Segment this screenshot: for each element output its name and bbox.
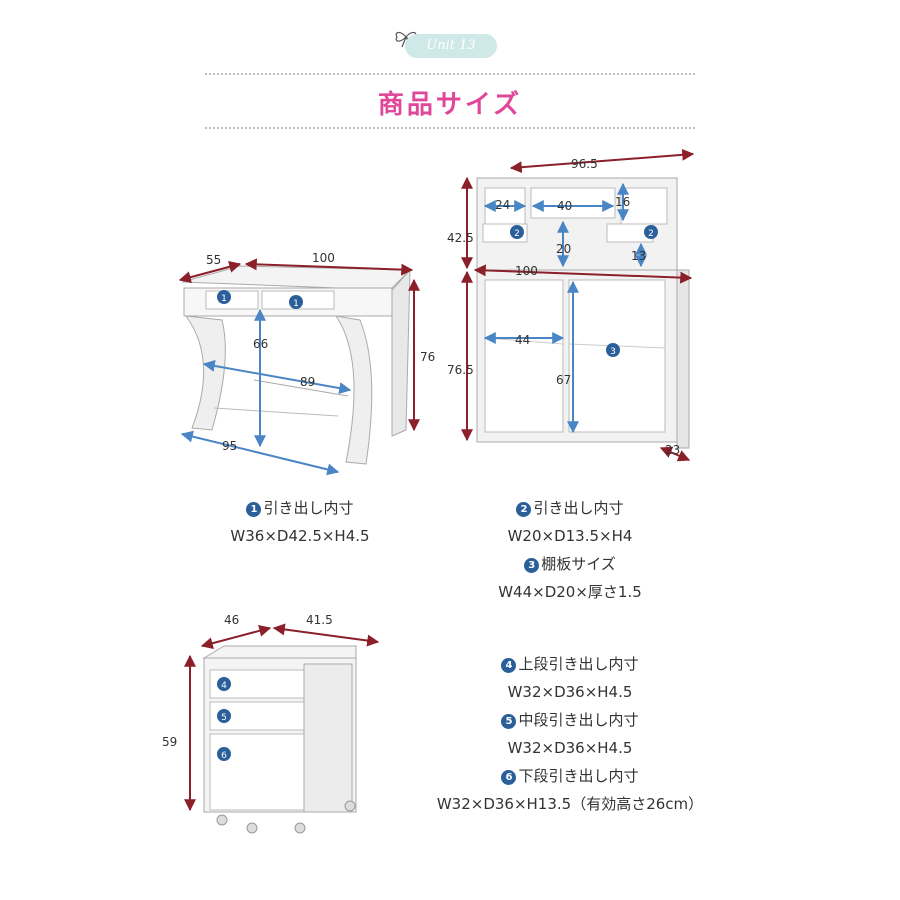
hutch-dim-upper-height: 42.5 bbox=[447, 231, 474, 245]
hutch-dim-lower-height: 76.5 bbox=[447, 363, 474, 377]
spec-6-title: 下段引き出し内寸 bbox=[518, 767, 639, 785]
spec-5-marker: 5 bbox=[501, 714, 517, 729]
wagon-marker-6: 6 bbox=[221, 751, 227, 761]
spec-3-marker: 3 bbox=[524, 558, 540, 573]
desk-dim-height: 76 bbox=[420, 350, 435, 364]
hutch-dim-mid-width: 40 bbox=[557, 199, 572, 213]
wagon-dim-depth: 46 bbox=[224, 613, 239, 627]
spec-6-dims: W32×D36×H13.5（有効高さ26cm） bbox=[436, 795, 704, 813]
desk-marker-1: 1 bbox=[221, 294, 227, 304]
spec-4-dims: W32×D36×H4.5 bbox=[507, 683, 633, 701]
desk-marker-1b: 1 bbox=[293, 299, 299, 309]
divider-bottom bbox=[205, 127, 695, 129]
desk-dim-inner: 89 bbox=[300, 375, 315, 389]
hutch-dim-drawer-height: 13 bbox=[631, 249, 646, 263]
desk-dim-base: 95 bbox=[222, 439, 237, 453]
spec-5-title: 中段引き出し内寸 bbox=[518, 711, 639, 729]
hutch-dim-shelf-width: 44 bbox=[515, 333, 530, 347]
spec-1-title: 引き出し内寸 bbox=[263, 499, 354, 517]
hutch-dim-cubby-height: 16 bbox=[615, 195, 630, 209]
hutch-illustration: 96.5 42.5 24 40 16 20 13 100 76.5 44 67 … bbox=[447, 148, 695, 462]
hutch-marker-2b: 2 bbox=[648, 229, 654, 239]
spec-2-marker: 2 bbox=[516, 502, 532, 517]
hutch-dim-width-top: 96.5 bbox=[571, 157, 598, 171]
spec-6-marker: 6 bbox=[501, 770, 517, 785]
hutch-dim-shelf-height: 67 bbox=[556, 373, 571, 387]
divider-top bbox=[205, 73, 695, 75]
hutch-marker-3: 3 bbox=[610, 347, 616, 357]
wagon-dim-width: 41.5 bbox=[306, 613, 333, 627]
desk-illustration: 55 100 76 66 89 95 1 1 bbox=[178, 251, 435, 476]
hutch-dim-width: 100 bbox=[515, 264, 538, 278]
wagon-dim-height: 59 bbox=[162, 735, 177, 749]
hutch-dim-depth: 23 bbox=[665, 443, 680, 457]
spec-2-title: 引き出し内寸 bbox=[533, 499, 624, 517]
spec-1-dims: W36×D42.5×H4.5 bbox=[230, 527, 370, 545]
wagon-marker-5: 5 bbox=[221, 713, 227, 723]
spec-2-dims: W20×D13.5×H4 bbox=[507, 527, 633, 545]
desk-dim-depth: 55 bbox=[206, 253, 221, 267]
wagon-marker-4: 4 bbox=[221, 681, 227, 691]
desk-dim-width: 100 bbox=[312, 251, 335, 265]
spec-5-dims: W32×D36×H4.5 bbox=[507, 739, 633, 757]
hutch-dim-mid-height: 20 bbox=[556, 242, 571, 256]
spec-1-marker: 1 bbox=[246, 502, 262, 517]
hutch-dim-cubby-width: 24 bbox=[495, 198, 510, 212]
page-title: 商品サイズ bbox=[377, 90, 523, 120]
spec-4-title: 上段引き出し内寸 bbox=[518, 655, 639, 673]
spec-3-title: 棚板サイズ bbox=[541, 555, 616, 573]
spec-3-dims: W44×D20×厚さ1.5 bbox=[498, 583, 642, 601]
hutch-marker-2a: 2 bbox=[514, 229, 520, 239]
wagon-illustration: 46 41.5 59 4 5 6 bbox=[162, 613, 380, 834]
desk-dim-knee: 66 bbox=[253, 337, 268, 351]
unit-badge: Unit 13 bbox=[405, 34, 497, 58]
spec-4-marker: 4 bbox=[501, 658, 517, 673]
